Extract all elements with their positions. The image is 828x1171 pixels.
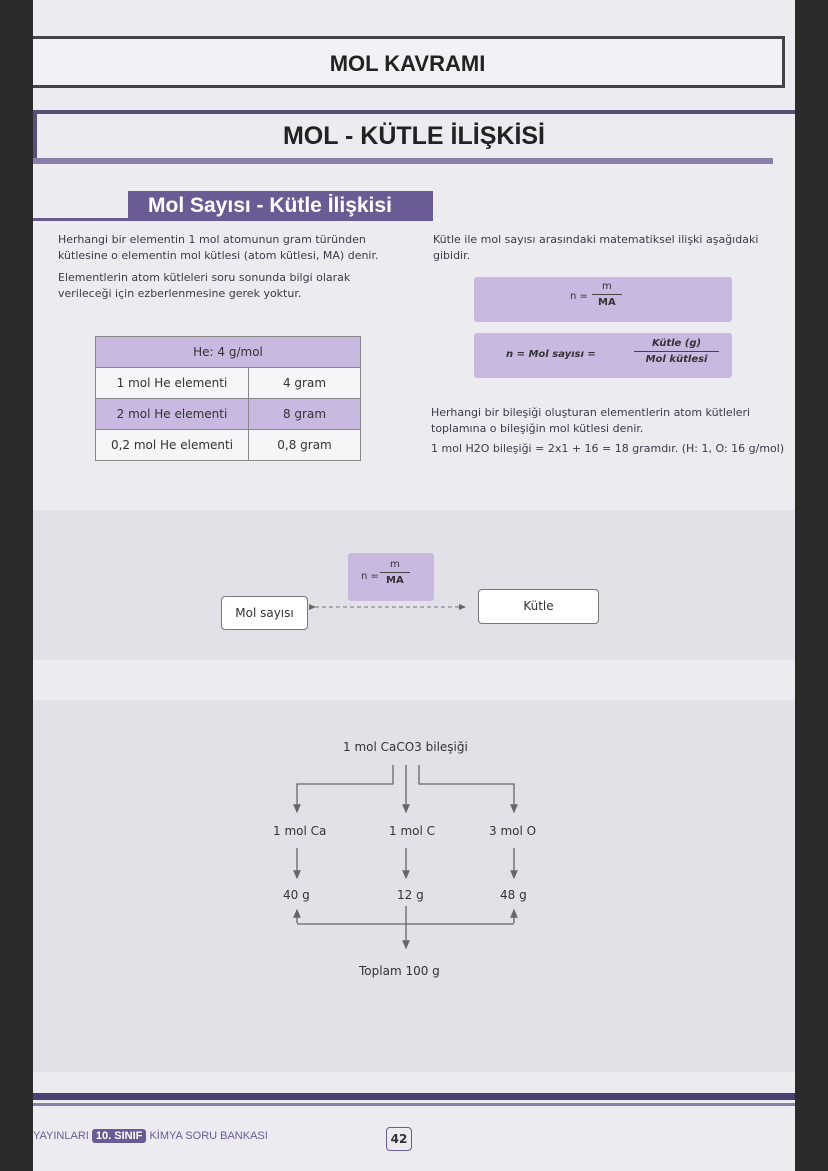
table-header: He: 4 g/mol <box>95 336 361 368</box>
diagram-arrows <box>293 604 518 950</box>
mass-ca-label: 40 g <box>283 888 310 902</box>
formula-1-denominator: MA <box>598 297 616 308</box>
footer-rule-thin <box>33 1103 795 1106</box>
subtitle-bottom-rule <box>33 158 773 164</box>
left-paragraph-2: Elementlerin atom kütleleri soru sonunda… <box>58 271 351 300</box>
mass-o-label: 48 g <box>500 888 527 902</box>
formula-1-fraction: m MA <box>592 281 622 308</box>
footer-rule <box>33 1093 795 1100</box>
right-paragraph-1: Kütle ile mol sayısı arasındaki matemati… <box>433 233 759 262</box>
table-cell-value: 4 gram <box>248 367 361 399</box>
right-paragraph-3: 1 mol H2O bileşiği = 2x1 + 16 = 18 gramd… <box>431 442 785 455</box>
footer-brand: YAYINLARI 10. SINIF KİMYA SORU BANKASI <box>33 1129 268 1143</box>
left-paragraph-1: Herhangi bir elementin 1 mol atomunun gr… <box>58 233 379 262</box>
total-mass-label: Toplam 100 g <box>359 964 440 978</box>
right-text: Kütle ile mol sayısı arasındaki matemati… <box>433 232 788 264</box>
mass-c-label: 12 g <box>397 888 424 902</box>
kutle-box: Kütle <box>478 589 599 624</box>
caco3-diagram-panel <box>33 700 795 1072</box>
diagram-formula-box: n = m MA <box>348 553 434 601</box>
footer-publisher: YAYINLARI <box>33 1130 89 1142</box>
formula-box-2: n = Mol sayısı = Kütle (g) Mol kütlesi <box>474 333 732 378</box>
diagram-formula-lhs: n = <box>361 571 379 582</box>
formula-box-1: n = m MA <box>474 277 732 322</box>
subtitle-left-rule <box>33 110 37 160</box>
table-cell-label: 1 mol He elementi <box>95 367 249 399</box>
page-subtitle: MOL - KÜTLE İLİŞKİSİ <box>282 122 546 150</box>
table-cell-value: 0,8 gram <box>248 429 361 461</box>
formula-2-lhs: n = Mol sayısı = <box>506 349 596 360</box>
title-box: MOL KAVRAMI <box>33 36 785 88</box>
right-paragraph-2: Herhangi bir bileşiği oluşturan elementl… <box>431 406 751 435</box>
footer-book: KİMYA SORU BANKASI <box>149 1130 268 1142</box>
formula-1-lhs: n = <box>570 291 588 302</box>
subtitle-top-rule <box>33 110 795 114</box>
section-title: Mol Sayısı - Kütle İlişkisi <box>128 191 433 220</box>
he-mass-table: He: 4 g/mol 1 mol He elementi 4 gram 2 m… <box>95 336 361 461</box>
footer-grade-badge: 10. SINIF <box>91 1129 147 1143</box>
diagram-formula-fraction: m MA <box>380 559 410 586</box>
formula-2-numerator: Kütle (g) <box>634 338 720 352</box>
mol-sayisi-box: Mol sayısı <box>221 596 308 630</box>
page-title: MOL KAVRAMI <box>329 51 486 76</box>
subtitle-box: MOL - KÜTLE İLİŞKİSİ <box>33 110 795 164</box>
element-o-label: 3 mol O <box>489 824 537 838</box>
table-row: 0,2 mol He elementi 0,8 gram <box>95 429 361 461</box>
table-cell-label: 0,2 mol He elementi <box>95 429 249 461</box>
table-row: 1 mol He elementi 4 gram <box>95 367 361 399</box>
table-header-row: He: 4 g/mol <box>95 336 361 368</box>
formula-1-numerator: m <box>592 281 622 295</box>
caco3-title: 1 mol CaCO3 bileşiği <box>343 740 468 754</box>
diagram-formula-numerator: m <box>380 559 410 573</box>
compound-text: Herhangi bir bileşiği oluşturan elementl… <box>431 405 789 457</box>
page: MOL KAVRAMI MOL - KÜTLE İLİŞKİSİ Mol Say… <box>33 0 795 1171</box>
table-cell-label: 2 mol He elementi <box>95 398 249 430</box>
diagram-formula-denominator: MA <box>386 575 404 586</box>
formula-2-denominator: Mol kütlesi <box>645 354 708 365</box>
left-text: Herhangi bir elementin 1 mol atomunun gr… <box>58 232 393 308</box>
element-ca-label: 1 mol Ca <box>273 824 327 838</box>
page-number: 42 <box>386 1127 412 1151</box>
formula-2-fraction: Kütle (g) Mol kütlesi <box>634 338 720 365</box>
element-c-label: 1 mol C <box>389 824 436 838</box>
